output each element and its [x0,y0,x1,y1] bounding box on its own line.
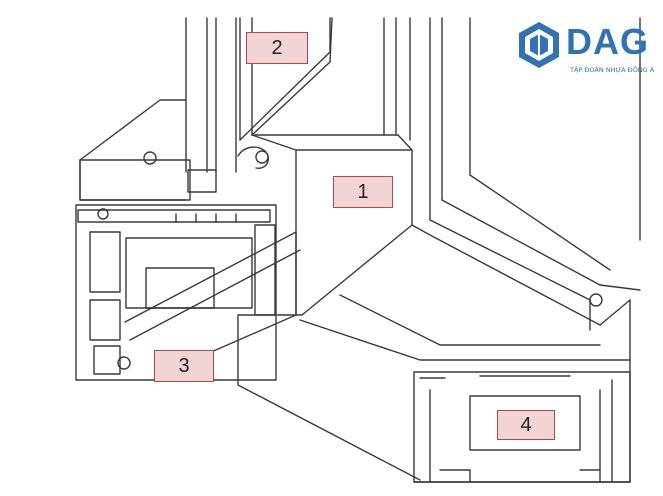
glass-pane-right [409,17,641,331]
glass-pane-left [185,17,237,193]
dag-logo: DAG TẬP ĐOÀN NHỰA ĐÔNG Á [516,20,656,82]
logo-wordmark: DAG [566,21,649,62]
front-panel [237,314,421,481]
frame-profile-left [75,99,301,381]
dag-hexagon-icon [519,22,559,68]
frame-profile-bottom [299,224,631,483]
logo-tagline: TẬP ĐOÀN NHỰA ĐÔNG Á [570,66,655,74]
callout-1: 1 [333,176,393,208]
callout-4: 4 [497,410,555,440]
callout-2: 2 [246,32,308,64]
sash-profile [237,17,413,316]
callout-3: 3 [154,350,214,382]
